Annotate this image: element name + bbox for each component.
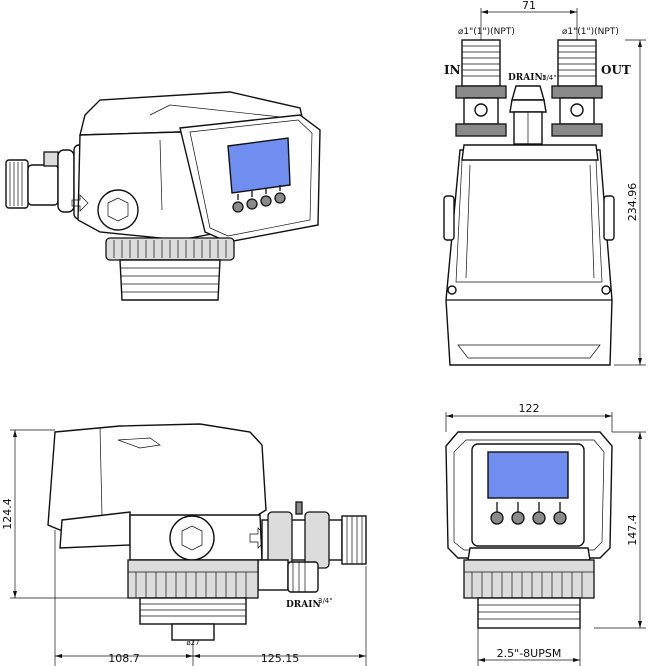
label-drain-top-size: 3/4" bbox=[542, 74, 557, 82]
dim-port-spacing: 71 bbox=[522, 0, 536, 12]
dim-front-height: 147.4 bbox=[626, 514, 639, 546]
isometric-view bbox=[5, 91, 321, 301]
side-view: 124.4 DRAIN 3/ bbox=[1, 423, 367, 666]
front-base-ring bbox=[463, 559, 595, 599]
port-right-spec: ⌀1"(1")(NPT) bbox=[562, 27, 619, 37]
top-body-outline bbox=[445, 149, 613, 366]
top-view: 71 ⌀1"(1")(NPT) ⌀1"(1")(NPT) bbox=[443, 0, 646, 366]
side-outlet-assembly bbox=[261, 501, 367, 569]
dim-side-height: 124.4 bbox=[1, 498, 14, 530]
front-view: 122 bbox=[445, 402, 646, 666]
top-drain-fitting bbox=[509, 85, 547, 145]
label-out: OUT bbox=[601, 63, 631, 77]
label-in: IN bbox=[444, 63, 461, 77]
dim-top-height: 234.96 bbox=[626, 183, 639, 222]
iso-buttons bbox=[232, 185, 286, 213]
iso-display-screen bbox=[227, 137, 291, 194]
dim-thread: 2.5"-8UPSM bbox=[497, 647, 562, 660]
side-base-ring bbox=[127, 559, 259, 599]
iso-flow-arrow bbox=[71, 194, 89, 212]
dim-side-left: 108.7 bbox=[108, 652, 140, 665]
side-drain-fitting bbox=[257, 559, 319, 593]
iso-bypass-knob bbox=[97, 189, 139, 231]
front-display-screen bbox=[487, 451, 569, 499]
side-cover bbox=[47, 423, 267, 531]
top-outlet-port bbox=[551, 39, 603, 137]
top-inlet-port bbox=[455, 39, 507, 137]
front-buttons bbox=[490, 502, 567, 525]
side-thread bbox=[139, 597, 247, 625]
port-left-spec: ⌀1"(1")(NPT) bbox=[458, 27, 515, 37]
label-drain-side: DRAIN bbox=[286, 600, 321, 610]
dim-side-right: 125.15 bbox=[261, 652, 300, 665]
front-thread bbox=[477, 597, 581, 629]
iso-thread bbox=[119, 259, 221, 301]
label-drain-side-size: 3/4" bbox=[318, 597, 333, 605]
side-bypass-knob bbox=[169, 515, 215, 561]
iso-inlet-port bbox=[5, 144, 89, 220]
dim-front-width: 122 bbox=[519, 402, 540, 415]
label-drain-top: DRAIN: bbox=[508, 73, 546, 83]
